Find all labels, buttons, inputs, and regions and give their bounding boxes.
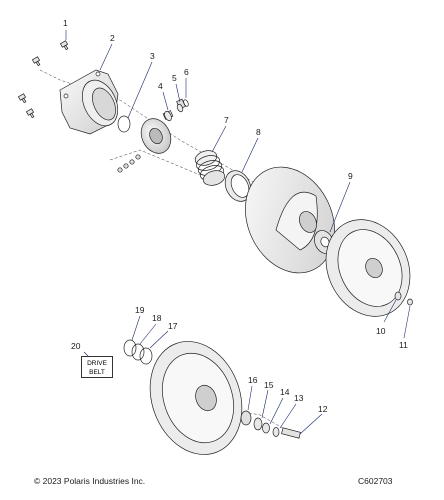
callout-17: 17 [168,321,178,331]
part-2-cover-housing [59,69,119,135]
callout-20: 20 [71,341,81,351]
stationary-sheave-upper [325,219,411,317]
callout-11: 11 [399,340,408,350]
callout-6: 6 [184,67,189,77]
part-1-screws [17,40,69,119]
drive-belt-line1: DRIVE [87,360,107,367]
callout-2: 2 [110,33,115,43]
callout-5: 5 [172,73,177,83]
callout-16: 16 [248,375,258,385]
callout-13: 13 [294,393,304,403]
part-8-ring [224,170,252,202]
part-7-spring [194,150,226,186]
callout-19: 19 [135,305,145,315]
part-17-19-o-rings [123,339,153,365]
callout-1: 1 [63,18,68,28]
callout-7: 7 [224,115,229,125]
callout-18: 18 [152,313,162,323]
drive-belt-label: DRIVE BELT [81,356,113,378]
callout-10: 10 [376,326,386,336]
callout-9: 9 [348,171,353,181]
callout-4: 4 [158,81,163,91]
callout-14: 14 [280,387,290,397]
callout-12: 12 [318,404,328,414]
copyright-text: © 2023 Polaris Industries Inc. [34,476,146,486]
moveable-sheave [245,166,335,274]
driven-clutch [149,341,243,455]
part-10-11-small-hardware [394,291,413,306]
figure-code: C602703 [358,476,393,486]
part-3-o-ring [117,115,131,133]
callout-15: 15 [264,380,274,390]
callout-3: 3 [150,51,155,61]
part-4-5-6-fasteners [164,99,189,122]
rollers [117,154,141,173]
callout-8: 8 [256,127,261,137]
leader-lines [65,30,411,435]
drive-belt-line2: BELT [89,369,105,376]
part-12-16-bolt-stack [240,410,301,439]
callout-numbers: 1 2 3 4 5 6 7 8 9 10 11 12 13 14 15 16 1… [63,18,408,414]
